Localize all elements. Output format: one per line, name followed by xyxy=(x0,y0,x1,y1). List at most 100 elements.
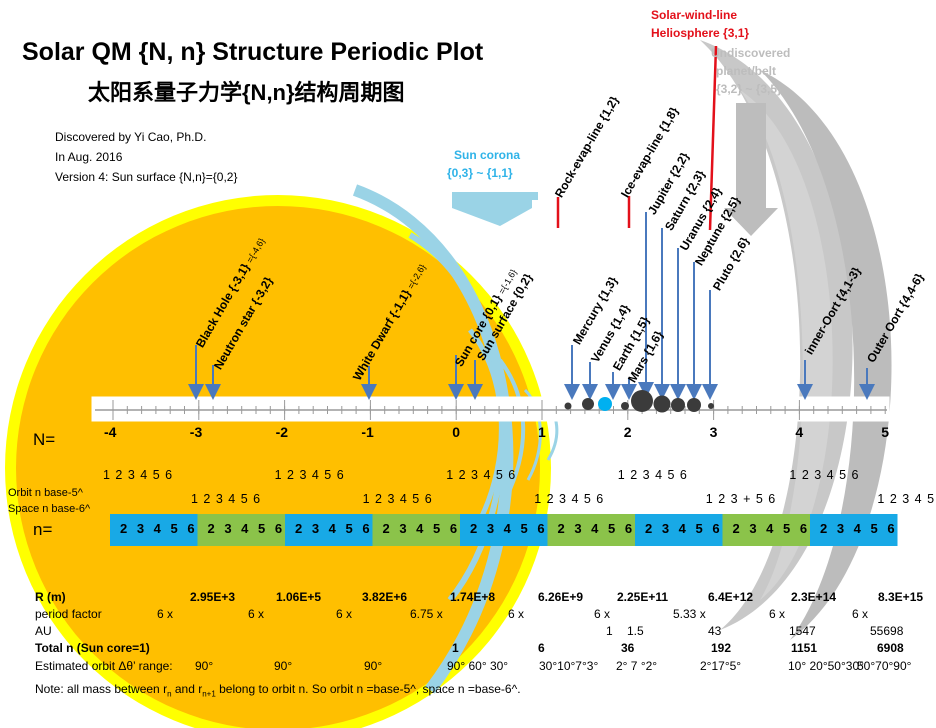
orbit-sequence: 1 2 3 4 5 6 xyxy=(789,468,860,482)
table-cell: 192 xyxy=(711,641,732,655)
table-cell: 8.3E+15 xyxy=(878,590,924,604)
table-cell: 6 x xyxy=(508,607,525,621)
space-sequence: 1 2 3 4 5 6 xyxy=(534,492,605,506)
n-band-sequence: 2 3 4 5 6 xyxy=(732,521,811,536)
page-subtitle: 太阳系量子力学{N,n}结构周期图 xyxy=(88,80,405,105)
orbit-sequence: 1 2 3 4 5 6 xyxy=(446,468,517,482)
solar-wind-line xyxy=(708,45,718,231)
n-band-sequence: 2 3 4 5 6 xyxy=(820,521,898,536)
table-cell: 43 xyxy=(708,624,722,638)
n-band-sequence: 2 3 4 5 6 xyxy=(382,521,461,536)
table-cell: 5.33 x xyxy=(673,607,706,621)
n-band-cell xyxy=(372,514,460,546)
n-band-sequence: 2 3 4 5 6 xyxy=(295,521,373,536)
undiscovered-label-1: Undiscovered xyxy=(711,46,791,60)
axis-tick-label: 3 xyxy=(709,424,718,440)
table-cell: 6.26E+9 xyxy=(538,590,584,604)
table-cell: 6 x xyxy=(852,607,869,621)
table-cell: 6 x xyxy=(248,607,265,621)
position-arrows xyxy=(188,212,875,400)
table-cell: 1 xyxy=(606,624,613,638)
table-cell: 1.5 xyxy=(627,624,644,638)
n-band-sequence: 2 3 4 5 6 xyxy=(207,521,286,536)
number-line xyxy=(91,396,890,422)
planet-dots xyxy=(564,390,714,413)
axis-tick-label: -4 xyxy=(104,424,117,440)
table-cell: 55698 xyxy=(870,624,904,638)
table-cell: 1.74E+8 xyxy=(450,590,496,604)
space-sequence: 1 2 3 4 5 6 xyxy=(877,492,936,506)
n-band-cell xyxy=(810,514,898,546)
undiscovered-label-2: planet/belt xyxy=(716,64,777,78)
table-cell: 2°17°5° xyxy=(700,659,742,673)
n-axis-label: n= xyxy=(33,520,53,539)
table-cell: 1.06E+5 xyxy=(276,590,322,604)
footnote: Note: all mass between rn and rn+1 belon… xyxy=(35,682,521,699)
table-cell: 90° xyxy=(195,659,214,673)
table-cell: 30°10°7°3° xyxy=(539,659,599,673)
table-cell: 6908 xyxy=(877,641,904,655)
table-cell: 6 x xyxy=(594,607,611,621)
table-cell: 10° 20°50°30° xyxy=(788,659,864,673)
n-band-cell xyxy=(285,514,373,546)
n-band-sequence: 2 3 4 5 6 xyxy=(120,521,198,536)
row-label: Total n (Sun core=1) xyxy=(35,641,150,655)
credit-author: Discovered by Yi Cao, Ph.D. xyxy=(55,130,207,144)
row-label: R (m) xyxy=(35,590,66,604)
n-band-cell xyxy=(460,514,548,546)
N-axis-label: N= xyxy=(33,430,56,449)
table-cell: 90° xyxy=(364,659,383,673)
axis-tick-label: 4 xyxy=(795,424,804,440)
row-label: period factor xyxy=(35,607,102,621)
credit-date: In Aug. 2016 xyxy=(55,150,123,164)
table-cell: 6.4E+12 xyxy=(708,590,754,604)
axis-tick-label: 2 xyxy=(623,424,632,440)
n-band-cell xyxy=(635,514,723,546)
table-cell: 6 x xyxy=(157,607,174,621)
n-band-sequence: 2 3 4 5 6 xyxy=(470,521,548,536)
corona-label-2: {0,3} ~ {1,1} xyxy=(447,166,513,180)
table-cell: 6 xyxy=(538,641,545,655)
n-band-cell xyxy=(722,514,810,546)
table-cell: 50°70°90° xyxy=(857,659,912,673)
table-cell: 36 xyxy=(621,641,635,655)
table-cell: 2.95E+3 xyxy=(190,590,236,604)
corona-arrow xyxy=(452,192,538,226)
table-cell: 2° 7 °2° xyxy=(616,659,658,673)
table-cell: 90° 60° 30° xyxy=(447,659,509,673)
table-cell: 2.25E+11 xyxy=(617,590,669,604)
row-label: Estimated orbit Δθ’ range: xyxy=(35,659,173,673)
table-cell: 1151 xyxy=(791,641,818,655)
n-band-cell xyxy=(547,514,635,546)
table-cell: 6 x xyxy=(769,607,786,621)
axis-tick-label: -2 xyxy=(275,424,289,440)
axis-tick-label: -1 xyxy=(361,424,374,440)
n-band-cell xyxy=(197,514,285,546)
n-band-cell xyxy=(110,514,198,546)
orbit-sequence: 1 2 3 4 5 6 xyxy=(274,468,345,482)
oort-cloud-arcs xyxy=(700,40,892,640)
axis-tick-label: 5 xyxy=(881,424,889,440)
table-cell: 6.75 x xyxy=(410,607,443,621)
n-band xyxy=(110,514,898,546)
orbit-sequence: 1 2 3 4 5 6 xyxy=(103,468,174,482)
corona-label-1: Sun corona xyxy=(454,148,521,162)
space-sequence: 1 2 3 + 5 6 xyxy=(705,492,777,506)
n-band-sequence: 2 3 4 5 6 xyxy=(557,521,636,536)
sun-body xyxy=(16,206,540,728)
axis-tick-label: 0 xyxy=(452,424,460,440)
axis-ticks xyxy=(112,400,886,420)
undiscovered-arrow xyxy=(724,103,778,236)
table-cell: 1547 xyxy=(789,624,816,638)
orbit-sequence: 1 2 3 4 5 6 xyxy=(617,468,688,482)
page-title: Solar QM {N, n} Structure Periodic Plot xyxy=(22,38,484,66)
undiscovered-label-3: {3,2} ~ {3,5} xyxy=(716,82,782,96)
space-sequence: 1 2 3 4 5 6 xyxy=(362,492,433,506)
heliosphere-label: Heliosphere {3,1} xyxy=(651,26,750,40)
n-band-sequence: 2 3 4 5 6 xyxy=(645,521,723,536)
space-sequence: 1 2 3 4 5 6 xyxy=(191,492,262,506)
row-label: AU xyxy=(35,624,52,638)
table-cell: 6 x xyxy=(336,607,353,621)
